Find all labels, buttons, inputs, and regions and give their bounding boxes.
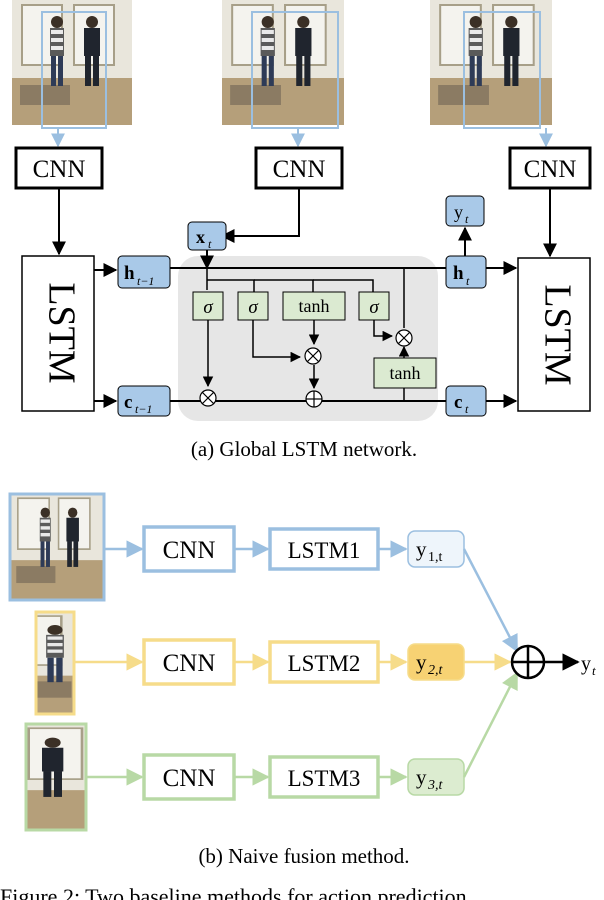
ct-subscript: t — [465, 402, 469, 416]
sigma-label: σ — [369, 297, 379, 318]
lstm-label: LSTM1 — [288, 538, 361, 563]
cnn-label: CNN — [273, 156, 326, 183]
y-label: y — [416, 765, 427, 789]
caption-a: (a) Global LSTM network. — [191, 437, 417, 461]
tanh-output-box: tanh — [373, 357, 437, 389]
input-gate: σ — [237, 291, 269, 321]
cnn-box — [142, 638, 236, 686]
cnn-label: CNN — [524, 156, 577, 183]
lstm-box-left: LSTM — [21, 255, 95, 412]
forget-gate: σ — [192, 291, 224, 321]
cnn-box-1: CNN — [14, 146, 104, 190]
cnn-to-xt-arrow — [220, 188, 300, 243]
cnn-label: CNN — [163, 537, 216, 564]
lstm-box — [268, 640, 380, 684]
h-prev-node: h t−1 — [117, 255, 171, 289]
c-prev-subscript: t−1 — [135, 402, 152, 416]
lstm-label: LSTM2 — [288, 651, 361, 676]
cnn-label: CNN — [163, 765, 216, 792]
xt-subscript: t — [208, 237, 212, 251]
lstm-label: LSTM — [40, 282, 82, 383]
lstm-label: LSTM3 — [288, 766, 361, 791]
y-subscript: 2,t — [428, 663, 444, 678]
video-frame-2 — [222, 0, 344, 129]
ht-subscript: t — [466, 274, 470, 288]
h-prev-label: h — [124, 263, 135, 284]
xt-node: x t — [187, 221, 227, 251]
output-gate: σ — [358, 291, 390, 321]
candidate-gate: tanh — [282, 291, 346, 321]
yt-label: y — [454, 202, 463, 222]
cnn-label: CNN — [163, 650, 216, 677]
y-subscript: 3,t — [427, 778, 444, 793]
multiply-op-output — [395, 329, 413, 347]
ht-node: h t — [445, 255, 487, 289]
multiply-op-input — [304, 347, 322, 365]
fusion-output-label: y — [581, 653, 591, 675]
part-a-global-lstm: CNN CNN CNN LSTM LSTM x t — [12, 0, 592, 461]
tanh-label: tanh — [390, 363, 421, 383]
y-subscript: 1,t — [428, 550, 443, 565]
xt-label: x — [196, 227, 205, 247]
cnn-box — [142, 753, 236, 801]
cnn-box-2: CNN — [254, 146, 344, 190]
video-frame-1 — [12, 0, 132, 129]
lstm-box — [268, 527, 380, 571]
y-label: y — [416, 650, 427, 674]
yt-node: y t — [445, 195, 485, 227]
fusion-op — [510, 644, 546, 680]
tanh-label: tanh — [299, 296, 330, 316]
ct-label: c — [454, 392, 462, 413]
sigma-label: σ — [248, 297, 258, 318]
y-to-fusion-arrow — [462, 548, 519, 653]
ct-node: c t — [445, 385, 487, 417]
row1-image — [8, 492, 106, 602]
yt-subscript: t — [465, 212, 469, 226]
multiply-op-forget — [199, 389, 217, 407]
branch-line — [313, 279, 374, 292]
lstm-box-right: LSTM — [517, 257, 591, 412]
sigma-label: σ — [203, 297, 213, 318]
lstm-label: LSTM — [536, 284, 578, 385]
caption-b: (b) Naive fusion method. — [198, 844, 409, 868]
c-prev-node: c t−1 — [117, 385, 171, 417]
cnn-box-3: CNN — [508, 146, 592, 190]
y-to-fusion-arrow — [462, 671, 519, 778]
fusion-output-subscript: t — [592, 663, 596, 678]
cnn-box — [142, 525, 236, 573]
input-arrow — [252, 320, 302, 363]
ht-label: h — [453, 263, 464, 284]
figure-caption: Figure 2: Two baseline methods for actio… — [0, 884, 472, 900]
video-frame-3 — [430, 0, 552, 129]
h-prev-subscript: t−1 — [137, 274, 154, 288]
output-arrow — [373, 320, 394, 342]
c-prev-label: c — [124, 392, 132, 413]
cnn-label: CNN — [33, 156, 86, 183]
y-label: y — [416, 537, 427, 561]
add-op — [305, 390, 323, 408]
